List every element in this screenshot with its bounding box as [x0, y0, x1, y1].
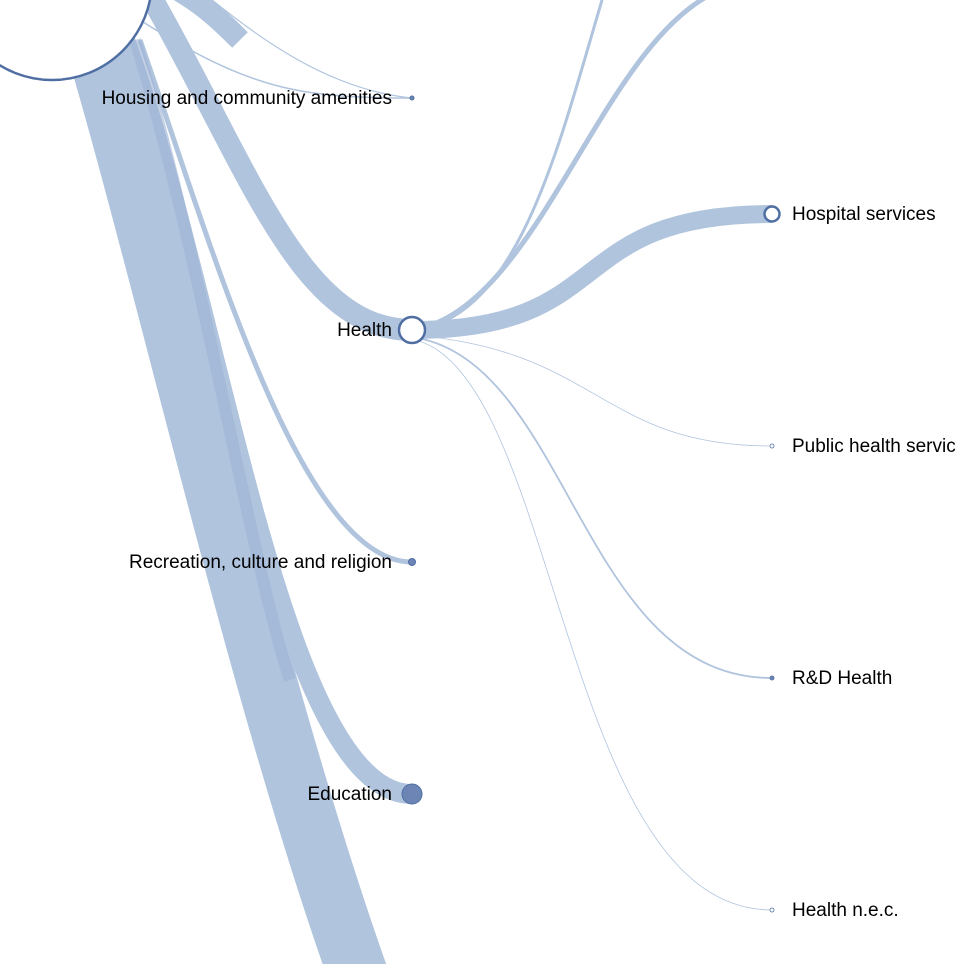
links-layer — [71, 0, 773, 964]
link-root-thin-upper — [211, 0, 413, 99]
nodes-layer: Housing and community amenities Health R… — [0, 0, 956, 921]
node-housing-label: Housing and community amenities — [102, 88, 392, 109]
node-health-nec-circle[interactable] — [769, 907, 775, 913]
link-health-rnd — [411, 336, 773, 679]
node-health-nec-label: Health n.e.c. — [792, 900, 899, 921]
node-health-label: Health — [337, 320, 392, 341]
node-rnd-health[interactable]: R&D Health — [769, 668, 892, 689]
link-root-overlap — [129, 38, 296, 682]
node-housing[interactable]: Housing and community amenities — [102, 88, 415, 109]
link-root-upper — [173, 0, 248, 48]
node-hospital[interactable]: Hospital services — [763, 204, 936, 225]
link-health-upper-2 — [411, 0, 706, 333]
node-recreation-label: Recreation, culture and religion — [129, 552, 392, 573]
link-root-bottom — [71, 51, 387, 964]
node-health-nec[interactable]: Health n.e.c. — [769, 900, 899, 921]
node-public-health-circle[interactable] — [769, 443, 775, 449]
node-public-health[interactable]: Public health servic — [769, 436, 956, 457]
node-education-label: Education — [307, 784, 392, 805]
node-rnd-health-circle[interactable] — [769, 675, 775, 681]
node-rnd-health-label: R&D Health — [792, 668, 892, 689]
link-health-hospital — [411, 205, 773, 339]
node-education-circle[interactable] — [401, 783, 423, 805]
node-hospital-label: Hospital services — [792, 204, 936, 225]
node-hospital-circle[interactable] — [763, 205, 781, 223]
link-health-nec — [411, 338, 773, 911]
link-root-recreation — [137, 39, 413, 565]
node-health[interactable]: Health — [337, 315, 427, 345]
link-health-public — [411, 334, 773, 447]
node-public-health-label: Public health servic — [792, 436, 956, 457]
node-recreation-circle[interactable] — [408, 558, 416, 566]
node-health-circle[interactable] — [397, 315, 427, 345]
link-root-health — [140, 0, 413, 341]
node-education[interactable]: Education — [307, 783, 423, 805]
node-housing-circle[interactable] — [409, 95, 415, 101]
root-node-circle[interactable] — [0, 0, 152, 82]
node-recreation[interactable]: Recreation, culture and religion — [129, 552, 416, 573]
